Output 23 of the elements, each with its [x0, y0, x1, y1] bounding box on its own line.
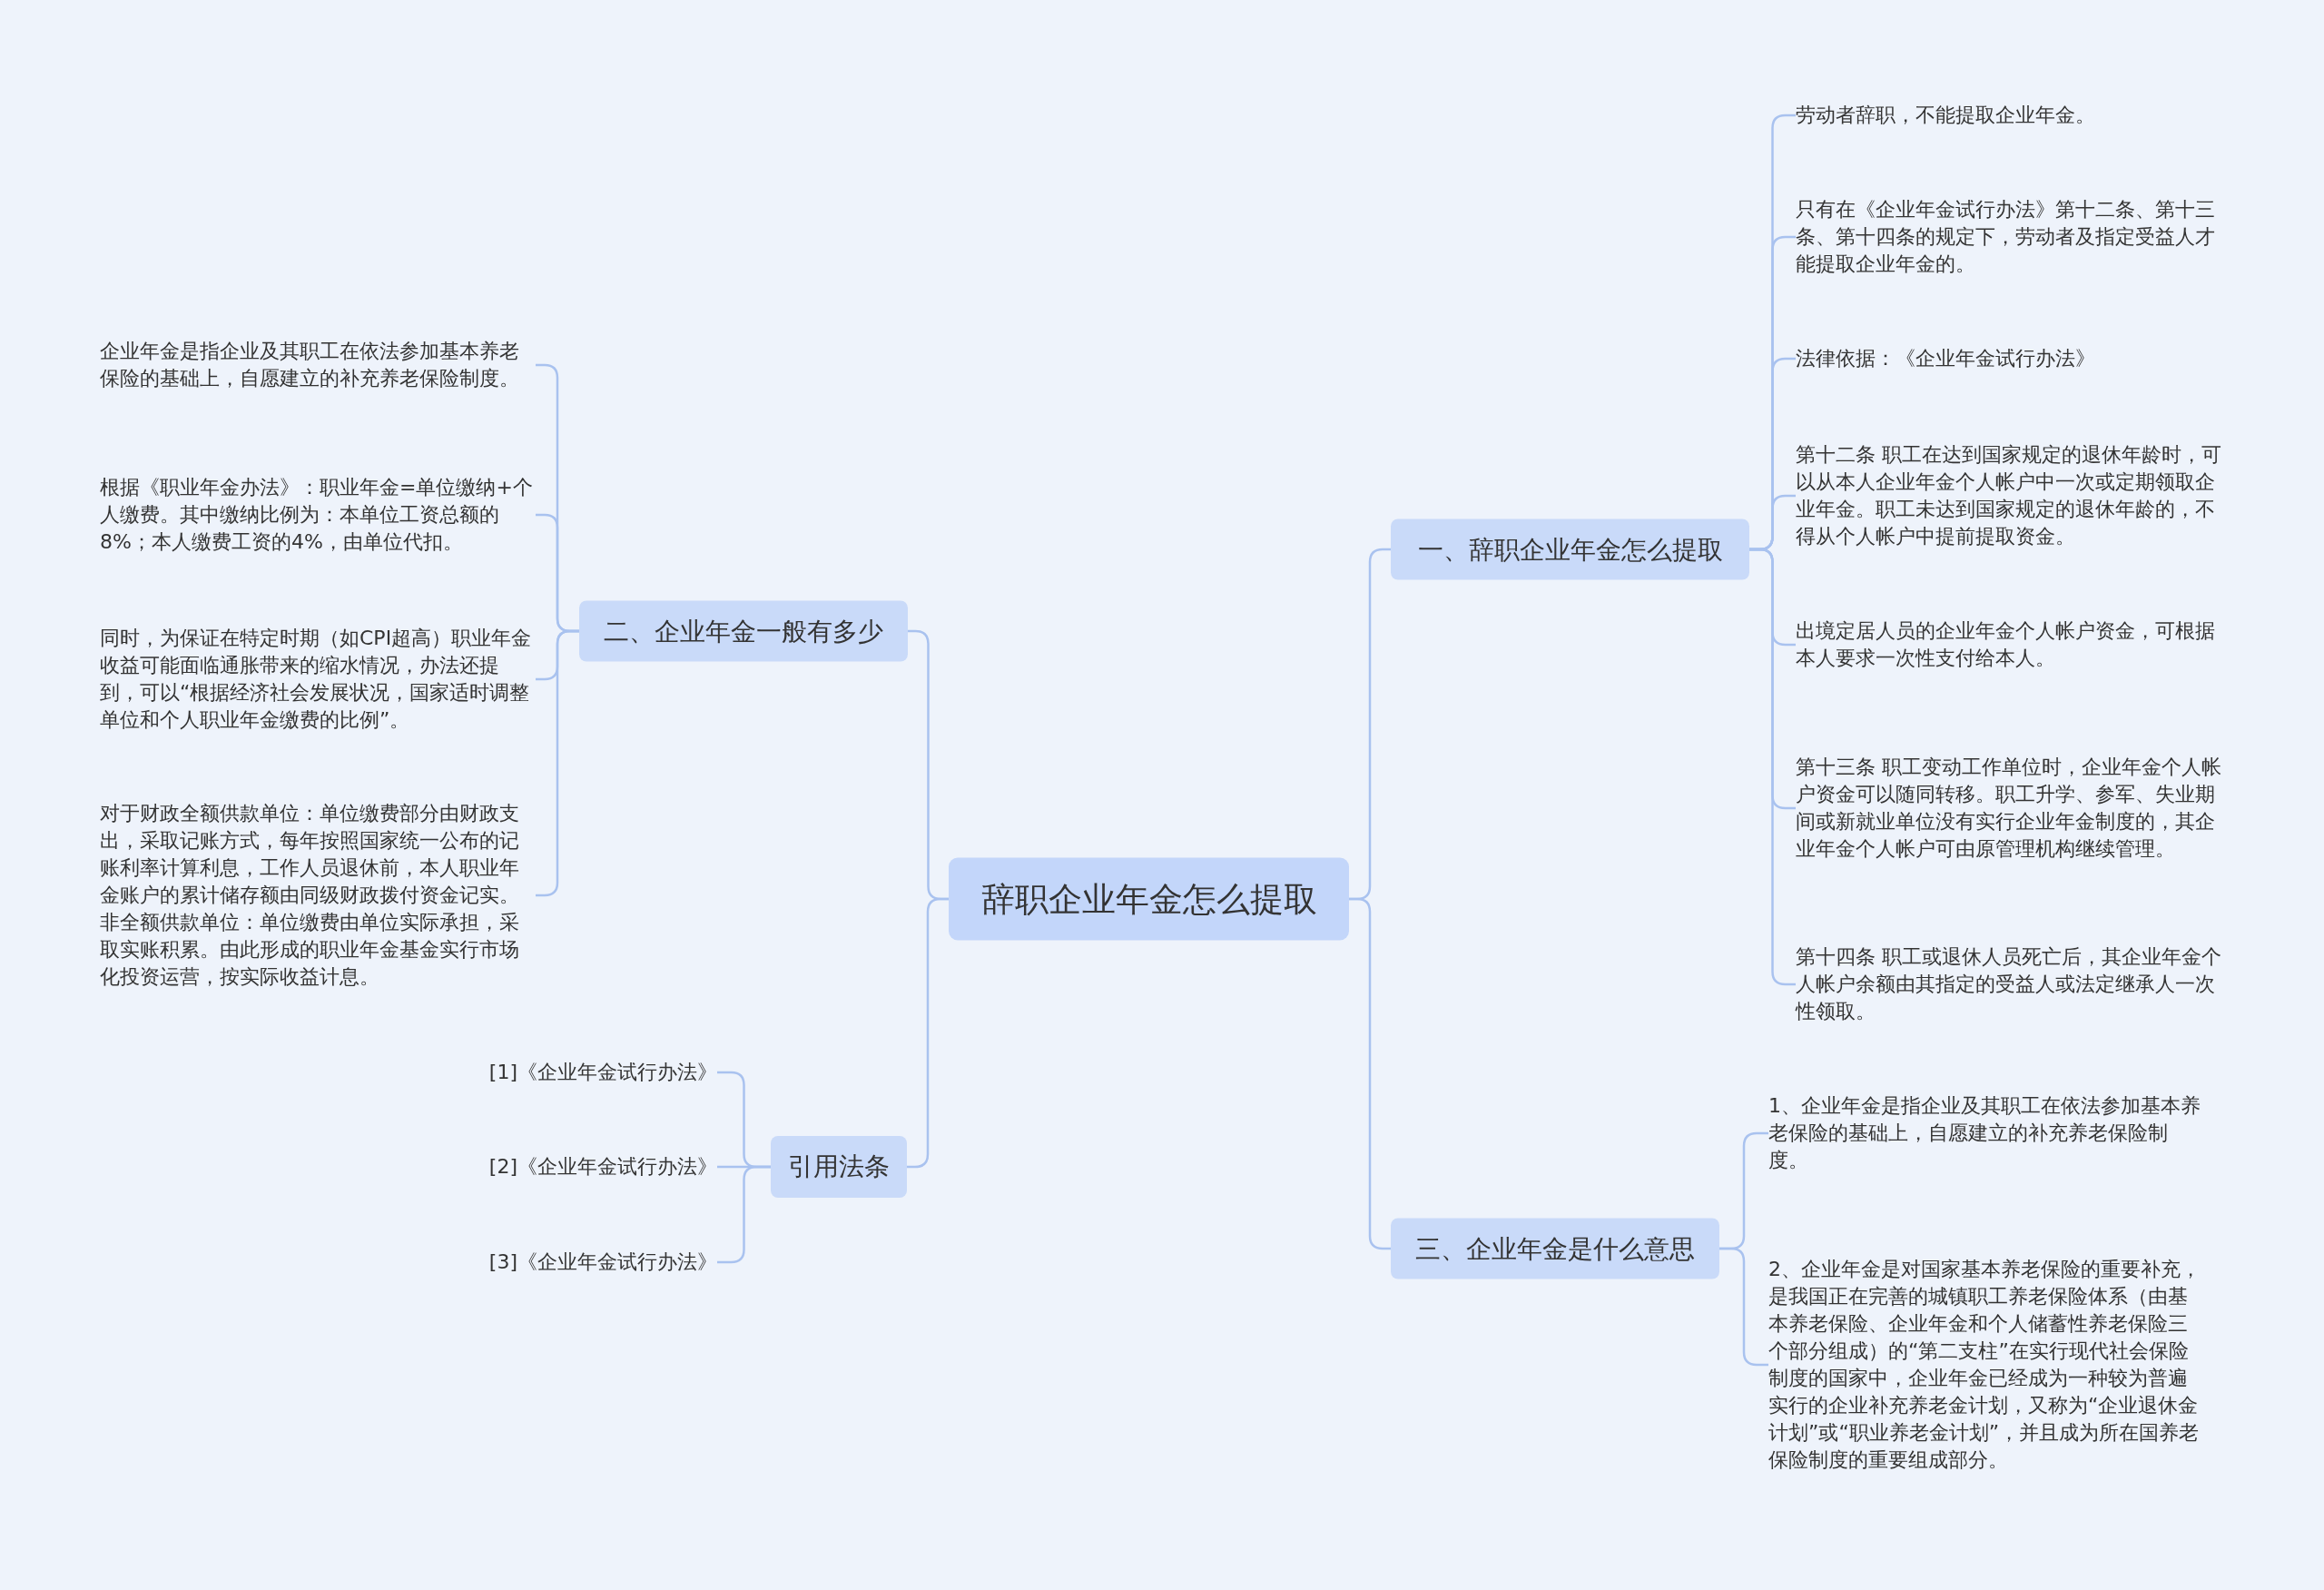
central-topic: 辞职企业年金怎么提取 — [949, 857, 1349, 941]
connector-line — [907, 897, 949, 1169]
leaf-text: 出境定居人员的企业年金个人帐户资金，可根据本人要求一次性支付给本人。 — [1796, 616, 2231, 674]
reference-text: [1]《企业年金试行办法》 — [472, 1059, 717, 1086]
leaf-text: 劳动者辞职，不能提取企业年金。 — [1796, 100, 2231, 131]
leaf-text: 2、企业年金是对国家基本养老保险的重要补充，是我国正在完善的城镇职工养老保险体系（由基本养老保险、企业年金和个人储蓄性养老保险三个部分组成）的“第二支柱”在实行现代社会保险制度的国家中，企业年金已经成为一种较为普遍实行的企业补充养老金计划，又称为“企业退休金计划”或“职业养老金计划”，并且成为所在国养老保险制度的重要组成部分。 — [1768, 1254, 2204, 1476]
leaf-text: 1、企业年金是指企业及其职工在依法参加基本养老保险的基础上，自愿建立的补充养老保险制度。 — [1768, 1091, 2204, 1176]
leaf-text: 法律依据：《企业年金试行办法》 — [1796, 343, 2231, 374]
leaf-text: 第十二条 职工在达到国家规定的退休年龄时，可以从本人企业年金个人帐户中一次或定期领取企业年金。职工未达到国家规定的退休年龄的，不得从个人帐户中提前提取资金。 — [1796, 439, 2231, 552]
leaf-text: 第十三条 职工变动工作单位时，企业年金个人帐户资金可以随同转移。职工升学、参军、失业期间或新就业单位没有实行企业年金制度的，其企业年金个人帐户可由原管理机构继续管理。 — [1796, 752, 2231, 864]
reference-text: [2]《企业年金试行办法》 — [472, 1153, 717, 1180]
branch-topic: 引用法条 — [771, 1136, 907, 1198]
reference-text: [3]《企业年金试行办法》 — [472, 1249, 717, 1276]
leaf-text: 同时，为保证在特定时期（如CPI超高）职业年金收益可能面临通胀带来的缩水情况，办法还提到，可以“根据经济社会发展状况，国家适时调整单位和个人职业年金缴费的比例”。 — [100, 623, 536, 736]
leaf-text: 企业年金是指企业及其职工在依法参加基本养老保险的基础上，自愿建立的补充养老保险制度。 — [100, 336, 536, 394]
branch-topic: 三、企业年金是什么意思 — [1391, 1218, 1719, 1279]
leaf-text: 只有在《企业年金试行办法》第十二条、第十三条、第十四条的规定下，劳动者及指定受益人才能提取企业年金的。 — [1796, 194, 2231, 280]
leaf-text: 第十四条 职工或退休人员死亡后，其企业年金个人帐户余额由其指定的受益人或法定继承人一次性领取。 — [1796, 942, 2231, 1027]
connector-line — [1349, 897, 1391, 1250]
leaf-text: 对于财政全额供款单位：单位缴费部分由财政支出，采取记账方式，每年按照国家统一公布的记账利率计算利息，工作人员退休前，本人职业年金账户的累计储存额由同级财政拨付资金记实。非全额供款单位：单位缴费由单位实际承担，采取实账积累。由此形成的职业年金基金实行市场化投资运营，按实际收益计息。 — [100, 798, 536, 993]
branch-topic: 一、辞职企业年金怎么提取 — [1391, 518, 1749, 580]
leaf-text: 根据《职业年金办法》：职业年金=单位缴纳+个人缴费。其中缴纳比例为：本单位工资总额的8%；本人缴费工资的4%，由单位代扣。 — [100, 472, 536, 558]
branch-topic: 二、企业年金一般有多少 — [579, 600, 908, 662]
